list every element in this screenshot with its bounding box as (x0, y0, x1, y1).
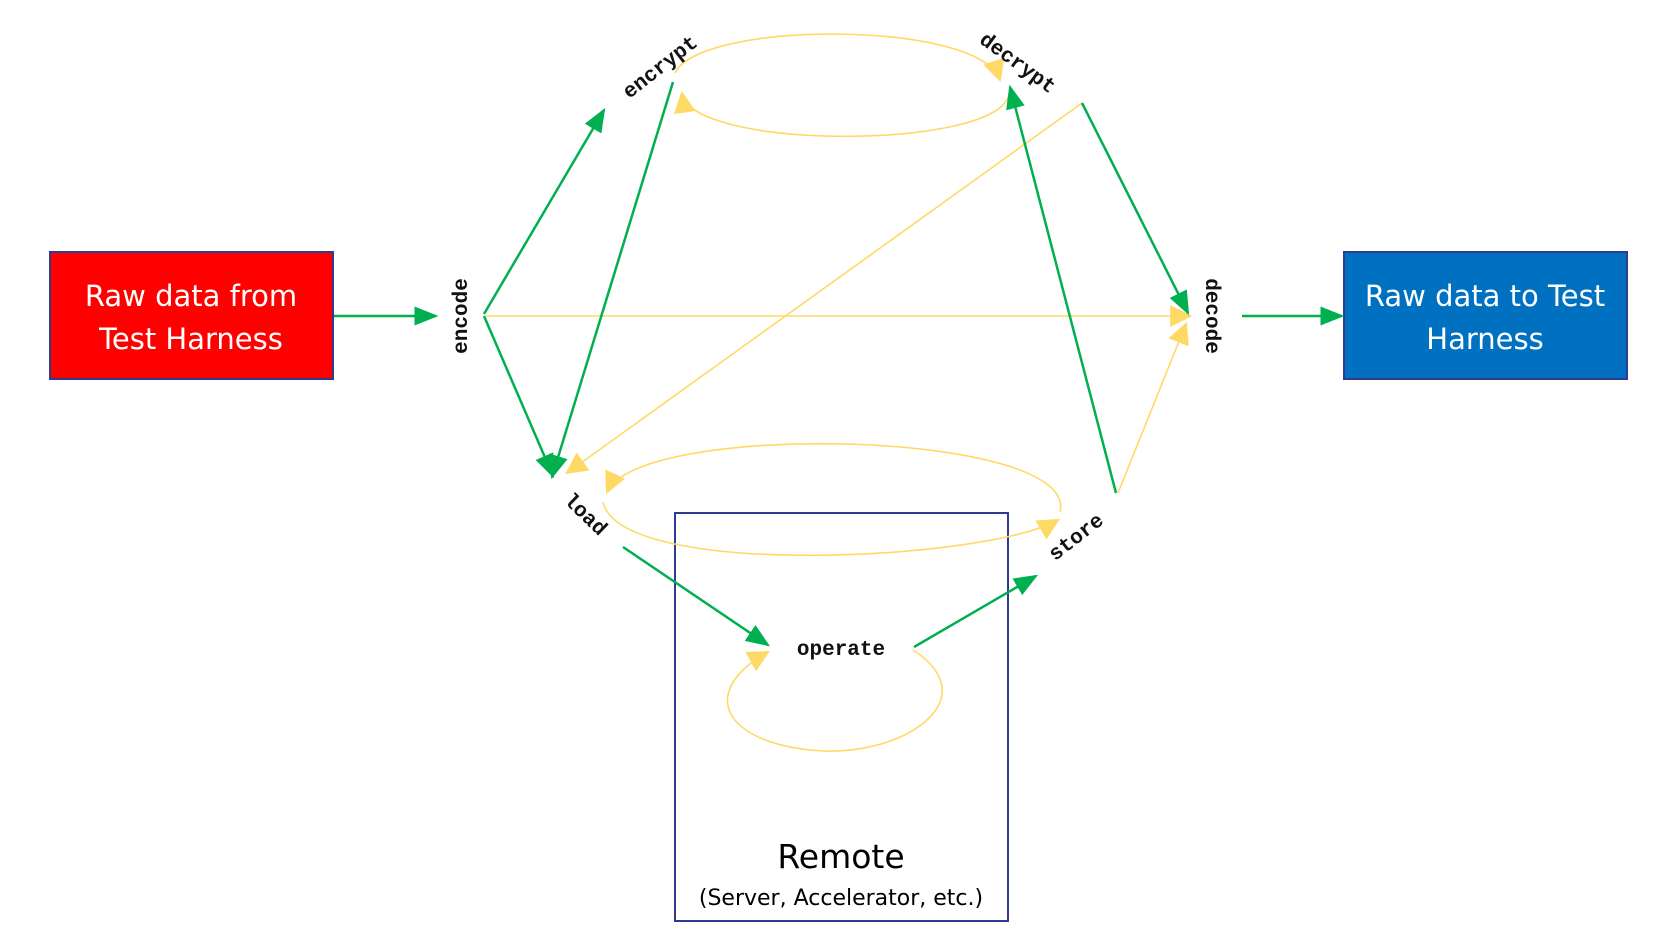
edge-load-store-loop-top (605, 442, 1062, 513)
sink-box: Raw data to Test Harness (1343, 251, 1628, 380)
edge-store-decrypt (1006, 84, 1118, 494)
node-operate: operate (797, 639, 885, 662)
edge-load-operate (622, 545, 770, 647)
sink-box-label-line2: Harness (1426, 322, 1543, 356)
node-load: load (558, 490, 610, 542)
node-encode: encode (451, 278, 474, 354)
remote-title: Remote (777, 837, 904, 876)
source-box-label-line2: Test Harness (98, 322, 283, 356)
edge-operate-store (913, 574, 1039, 649)
node-encrypt: encrypt (619, 32, 703, 104)
edge-decrypt-decode (1080, 102, 1190, 316)
remote-subtitle: (Server, Accelerator, etc.) (699, 886, 983, 911)
edge-store-decode (1117, 321, 1189, 494)
edge-encrypt-load (549, 81, 675, 480)
sink-box-label-line1: Raw data to Test (1365, 279, 1605, 313)
edge-store-load-loop-bottom (602, 501, 1060, 557)
source-box: Raw data from Test Harness (49, 251, 334, 380)
edge-encode-load (482, 315, 555, 479)
source-box-label-line1: Raw data from (85, 279, 297, 313)
primary-edges (334, 81, 1345, 649)
node-decode: decode (1199, 278, 1222, 354)
node-labels: encode encrypt decrypt decode load store… (451, 29, 1222, 662)
remote-box: Remote (Server, Accelerator, etc.) (674, 512, 1009, 922)
secondary-edges (486, 33, 1193, 752)
edge-decrypt-load (565, 102, 1083, 475)
edge-encode-encrypt (482, 107, 606, 315)
edge-operate-self-loop (726, 649, 943, 752)
edge-decrypt-encrypt-loop-bottom (673, 90, 1009, 138)
node-store: store (1045, 510, 1109, 567)
edge-encrypt-decrypt-loop-top (674, 33, 1005, 83)
